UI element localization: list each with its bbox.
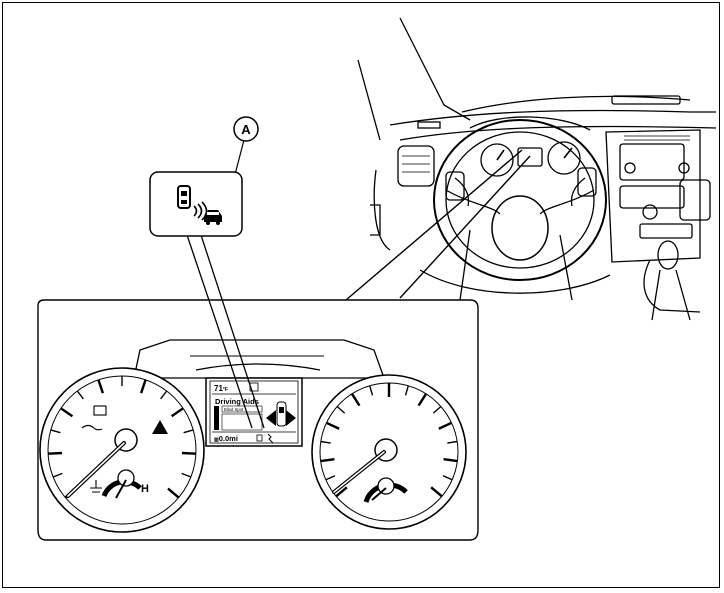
left-gauge: H bbox=[40, 368, 204, 532]
menu-scrollbar bbox=[214, 406, 219, 430]
menu-option-label: Blind Spot bbox=[224, 407, 244, 412]
gauge-high-label: H bbox=[141, 483, 149, 495]
climate-knob-icon bbox=[643, 205, 657, 219]
temperature-unit: °F bbox=[223, 387, 228, 393]
trip-odometer: 0.0 bbox=[219, 434, 229, 443]
right-gauge bbox=[312, 375, 466, 529]
air-vent-left bbox=[398, 146, 434, 186]
left-gauge-tick bbox=[48, 453, 62, 454]
left-gauge-tick bbox=[182, 453, 196, 454]
car-interior bbox=[346, 18, 716, 320]
trip-unit: mi bbox=[229, 434, 238, 443]
menu-title: Driving Aids bbox=[215, 397, 259, 406]
callout-marker-label: A bbox=[241, 122, 251, 137]
callout-box bbox=[150, 172, 242, 236]
blind-spot-callout: A bbox=[150, 117, 258, 236]
center-screen bbox=[620, 144, 684, 180]
instrument-cluster-inset: H 71°F Driving Aids Blind Spo bbox=[38, 232, 478, 540]
gear-shifter-icon bbox=[658, 241, 678, 269]
center-display: 71°F Driving Aids Blind Spot ▥0.0mi bbox=[206, 378, 302, 446]
